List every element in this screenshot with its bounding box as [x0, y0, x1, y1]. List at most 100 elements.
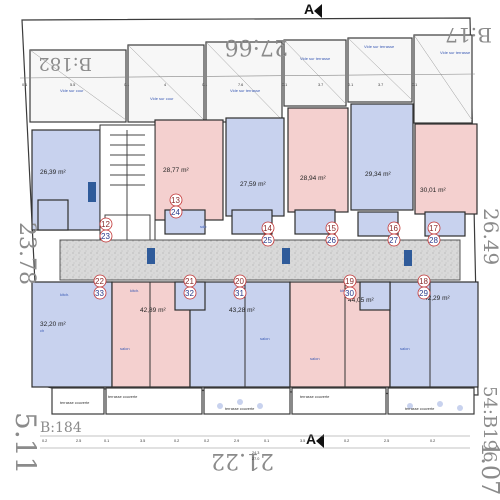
void-4 — [283, 39, 347, 107]
void-5 — [347, 37, 413, 103]
terrace-label-3: terrasse couverte — [225, 407, 254, 411]
apt-number-bottom: 23 — [101, 232, 110, 241]
section-marker-bottom: A — [306, 431, 324, 448]
void-1 — [29, 49, 127, 123]
svg-text:3.5: 3.5 — [300, 439, 305, 443]
apt-number-bottom: 33 — [95, 289, 104, 298]
apartment-14 — [225, 117, 285, 217]
svg-text:0.1: 0.1 — [264, 439, 269, 443]
site-label-top-left: B:182 — [38, 53, 92, 74]
svg-text:4: 4 — [164, 83, 166, 87]
apt-number-top: 14 — [263, 224, 272, 233]
shafts — [88, 182, 412, 266]
dimension-line-top — [19, 73, 476, 79]
area-label-13: 28,77 m² — [163, 167, 189, 174]
terrace-label-2: terrasse couverte — [108, 395, 137, 399]
terrace-2 — [105, 387, 203, 415]
dimension-total-sub: 27.0 — [252, 457, 259, 461]
apt-number-top: 15 — [327, 224, 336, 233]
svg-text:3.7: 3.7 — [378, 83, 383, 87]
section-marker-top: A — [304, 1, 322, 18]
svg-text:2.5: 2.5 — [384, 439, 389, 443]
area-label-22: 32,20 m² — [40, 321, 66, 328]
svg-text:3.5: 3.5 — [140, 439, 145, 443]
apartment-18 — [389, 281, 479, 388]
apt-number-top: 22 — [95, 277, 104, 286]
terrace-1 — [51, 387, 105, 415]
apartment-15 — [287, 107, 349, 213]
void-label-1: Vide sur cour — [60, 88, 84, 93]
svg-text:0.1: 0.1 — [22, 83, 27, 87]
area-label-12: 26,39 m² — [40, 169, 66, 176]
terrace-4 — [291, 387, 387, 415]
room-label-salon-3: salon — [310, 356, 320, 361]
svg-text:0.1: 0.1 — [348, 83, 353, 87]
svg-text:0.2: 0.2 — [42, 439, 47, 443]
apt-number-top: 13 — [171, 196, 180, 205]
site-label-left: 23.78 — [14, 222, 39, 285]
void-label-4: Vide sur terrasse — [300, 56, 331, 61]
dimensions-top: 0.1 5.5 0.1 4 0.1 7.6 0.1 3.7 0.1 3.7 0.… — [22, 83, 417, 87]
svg-text:0.1: 0.1 — [412, 83, 417, 87]
svg-text:2.5: 2.5 — [76, 439, 81, 443]
svg-text:0.2: 0.2 — [174, 439, 179, 443]
terrace-label-1: terrasse couverte — [60, 401, 89, 405]
site-label-bottom-center: 21.22 — [211, 448, 274, 473]
room-label-kitchen: kitch. — [60, 292, 69, 297]
void-6 — [413, 34, 473, 124]
site-label-top-center: 27:66 — [225, 34, 288, 59]
area-label-20: 43,28 m² — [229, 307, 255, 314]
site-label-top-right: B:17 — [445, 23, 492, 47]
svg-text:0.1: 0.1 — [202, 83, 207, 87]
apartment-22 — [31, 281, 113, 388]
apt-number-top: 21 — [185, 277, 194, 286]
area-label-16: 29,34 m² — [365, 171, 391, 178]
apt-number-bottom: 28 — [429, 236, 438, 245]
area-label-19: 44,05 m² — [348, 297, 374, 304]
apartment-13 — [154, 119, 224, 221]
apartment-20 — [189, 281, 291, 388]
apt-number-top: 16 — [389, 224, 398, 233]
apartments-top-row — [31, 103, 478, 237]
corridor — [59, 239, 461, 281]
apt-number-bottom: 30 — [345, 289, 354, 298]
apartment-16 — [350, 103, 414, 211]
svg-text:0.1: 0.1 — [124, 83, 129, 87]
apt-number-bottom: 26 — [327, 236, 336, 245]
dimensions-bottom: 0.2 2.5 0.1 3.5 0.2 0.2 2.9 0.1 3.5 0.2 … — [42, 439, 435, 461]
area-label-21: 42,89 m² — [140, 307, 166, 314]
apartment-17 — [414, 123, 478, 215]
svg-text:7.6: 7.6 — [238, 83, 243, 87]
room-label-salon-4: salon — [400, 346, 410, 351]
svg-text:0.1: 0.1 — [282, 83, 287, 87]
svg-text:A: A — [306, 431, 316, 447]
void-label-2: Vide sur cour — [150, 96, 174, 101]
apt-number-bottom: 29 — [419, 289, 428, 298]
apt-number-top: 20 — [235, 277, 244, 286]
room-label-salon-2: salon — [260, 336, 270, 341]
site-label-right-upper: 26.49 — [479, 208, 500, 265]
area-label-17: 30,01 m² — [420, 187, 446, 194]
void-label-5: Vide sur terrasse — [364, 44, 395, 49]
void-label-6: Vide sur terrasse — [440, 50, 471, 55]
apt-number-top: 12 — [101, 220, 110, 229]
apt-number-bottom: 31 — [235, 289, 244, 298]
svg-text:0.2: 0.2 — [344, 439, 349, 443]
site-label-bottom-left: B:184 — [40, 420, 82, 436]
site-label-bottom-right-edge: 1.07 — [476, 442, 500, 495]
apartment-numbers: 12 23 13 24 14 25 15 26 16 27 17 28 22 3… — [93, 193, 441, 300]
voids-row — [29, 34, 473, 124]
apt-number-top: 18 — [419, 277, 428, 286]
svg-text:2.9: 2.9 — [234, 439, 239, 443]
apt-number-bottom: 27 — [389, 236, 398, 245]
apt-number-bottom: 25 — [263, 236, 272, 245]
room-label-salon-1: salon — [120, 346, 130, 351]
terrace-label-4: terrasse couverte — [300, 395, 329, 399]
room-label-kitchen-2: kitch. — [130, 288, 139, 293]
area-label-15: 28,94 m² — [300, 175, 326, 182]
room-label-sdb: sdb — [200, 224, 207, 229]
apt-number-top: 17 — [429, 224, 438, 233]
void-label-3: Vide sur terrasse — [230, 88, 261, 93]
svg-text:3.7: 3.7 — [318, 83, 323, 87]
